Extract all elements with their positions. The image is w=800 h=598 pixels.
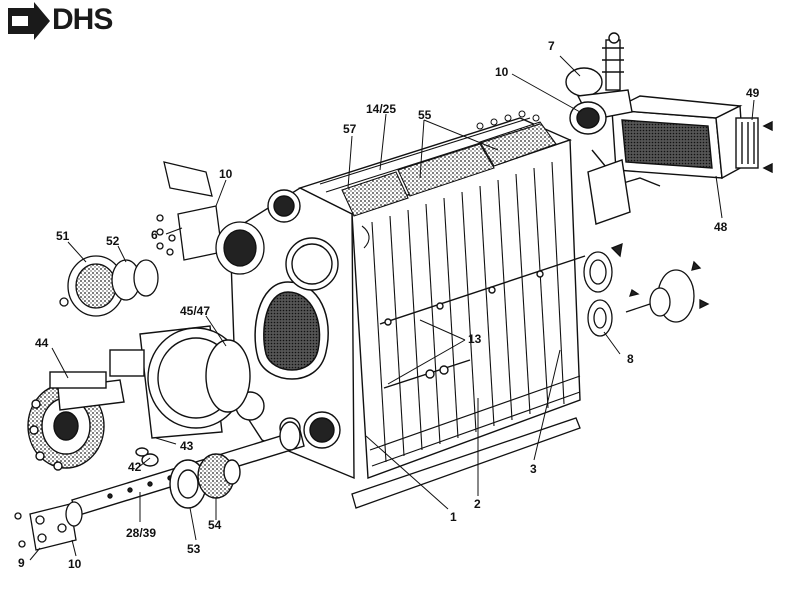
callout-10-top: 10 <box>495 65 509 79</box>
callout-49: 49 <box>746 86 760 100</box>
callout-13: 13 <box>468 332 482 346</box>
callout-6: 6 <box>151 228 158 242</box>
callout-48: 48 <box>714 220 728 234</box>
top-covers <box>319 117 557 217</box>
pump <box>169 453 241 509</box>
callout-42: 42 <box>128 460 142 474</box>
top-bolts <box>476 110 540 130</box>
brand-logo: DHS <box>0 0 156 42</box>
callout-52: 52 <box>106 234 120 248</box>
thermostat-assembly <box>625 260 710 323</box>
burner-housing <box>27 325 251 471</box>
right-flanges <box>583 242 623 337</box>
callout-2: 2 <box>474 497 481 511</box>
lower-ports <box>235 391 341 449</box>
left-fittings <box>59 161 265 317</box>
flue-duct <box>587 95 773 225</box>
brand-name: DHS <box>52 3 113 36</box>
callout-53: 53 <box>187 542 201 556</box>
drain-flange <box>14 501 83 551</box>
callout-45-47: 45/47 <box>180 304 211 318</box>
callout-3: 3 <box>530 462 537 476</box>
base-plate <box>351 417 581 509</box>
inspection-door <box>254 281 329 380</box>
callout-28-39: 28/39 <box>126 526 157 540</box>
elbow-fitting <box>565 32 633 135</box>
callout-44: 44 <box>35 336 49 350</box>
callout-14-25: 14/25 <box>366 102 397 116</box>
callout-54: 54 <box>208 518 222 532</box>
callout-1: 1 <box>450 510 457 524</box>
tie-rods <box>379 255 586 389</box>
upper-port <box>267 189 339 291</box>
callout-10-left: 10 <box>219 167 233 181</box>
callout-43: 43 <box>180 439 194 453</box>
callout-55: 55 <box>418 108 432 122</box>
callout-57: 57 <box>343 122 357 136</box>
brand-arrow-icon <box>8 2 50 40</box>
callout-8: 8 <box>627 352 634 366</box>
callout-51: 51 <box>56 229 70 243</box>
callout-10-bottom: 10 <box>68 557 82 571</box>
callout-9: 9 <box>18 556 25 570</box>
callout-7: 7 <box>548 39 555 53</box>
boiler-fins <box>361 161 581 467</box>
leader-lines <box>29 55 755 561</box>
